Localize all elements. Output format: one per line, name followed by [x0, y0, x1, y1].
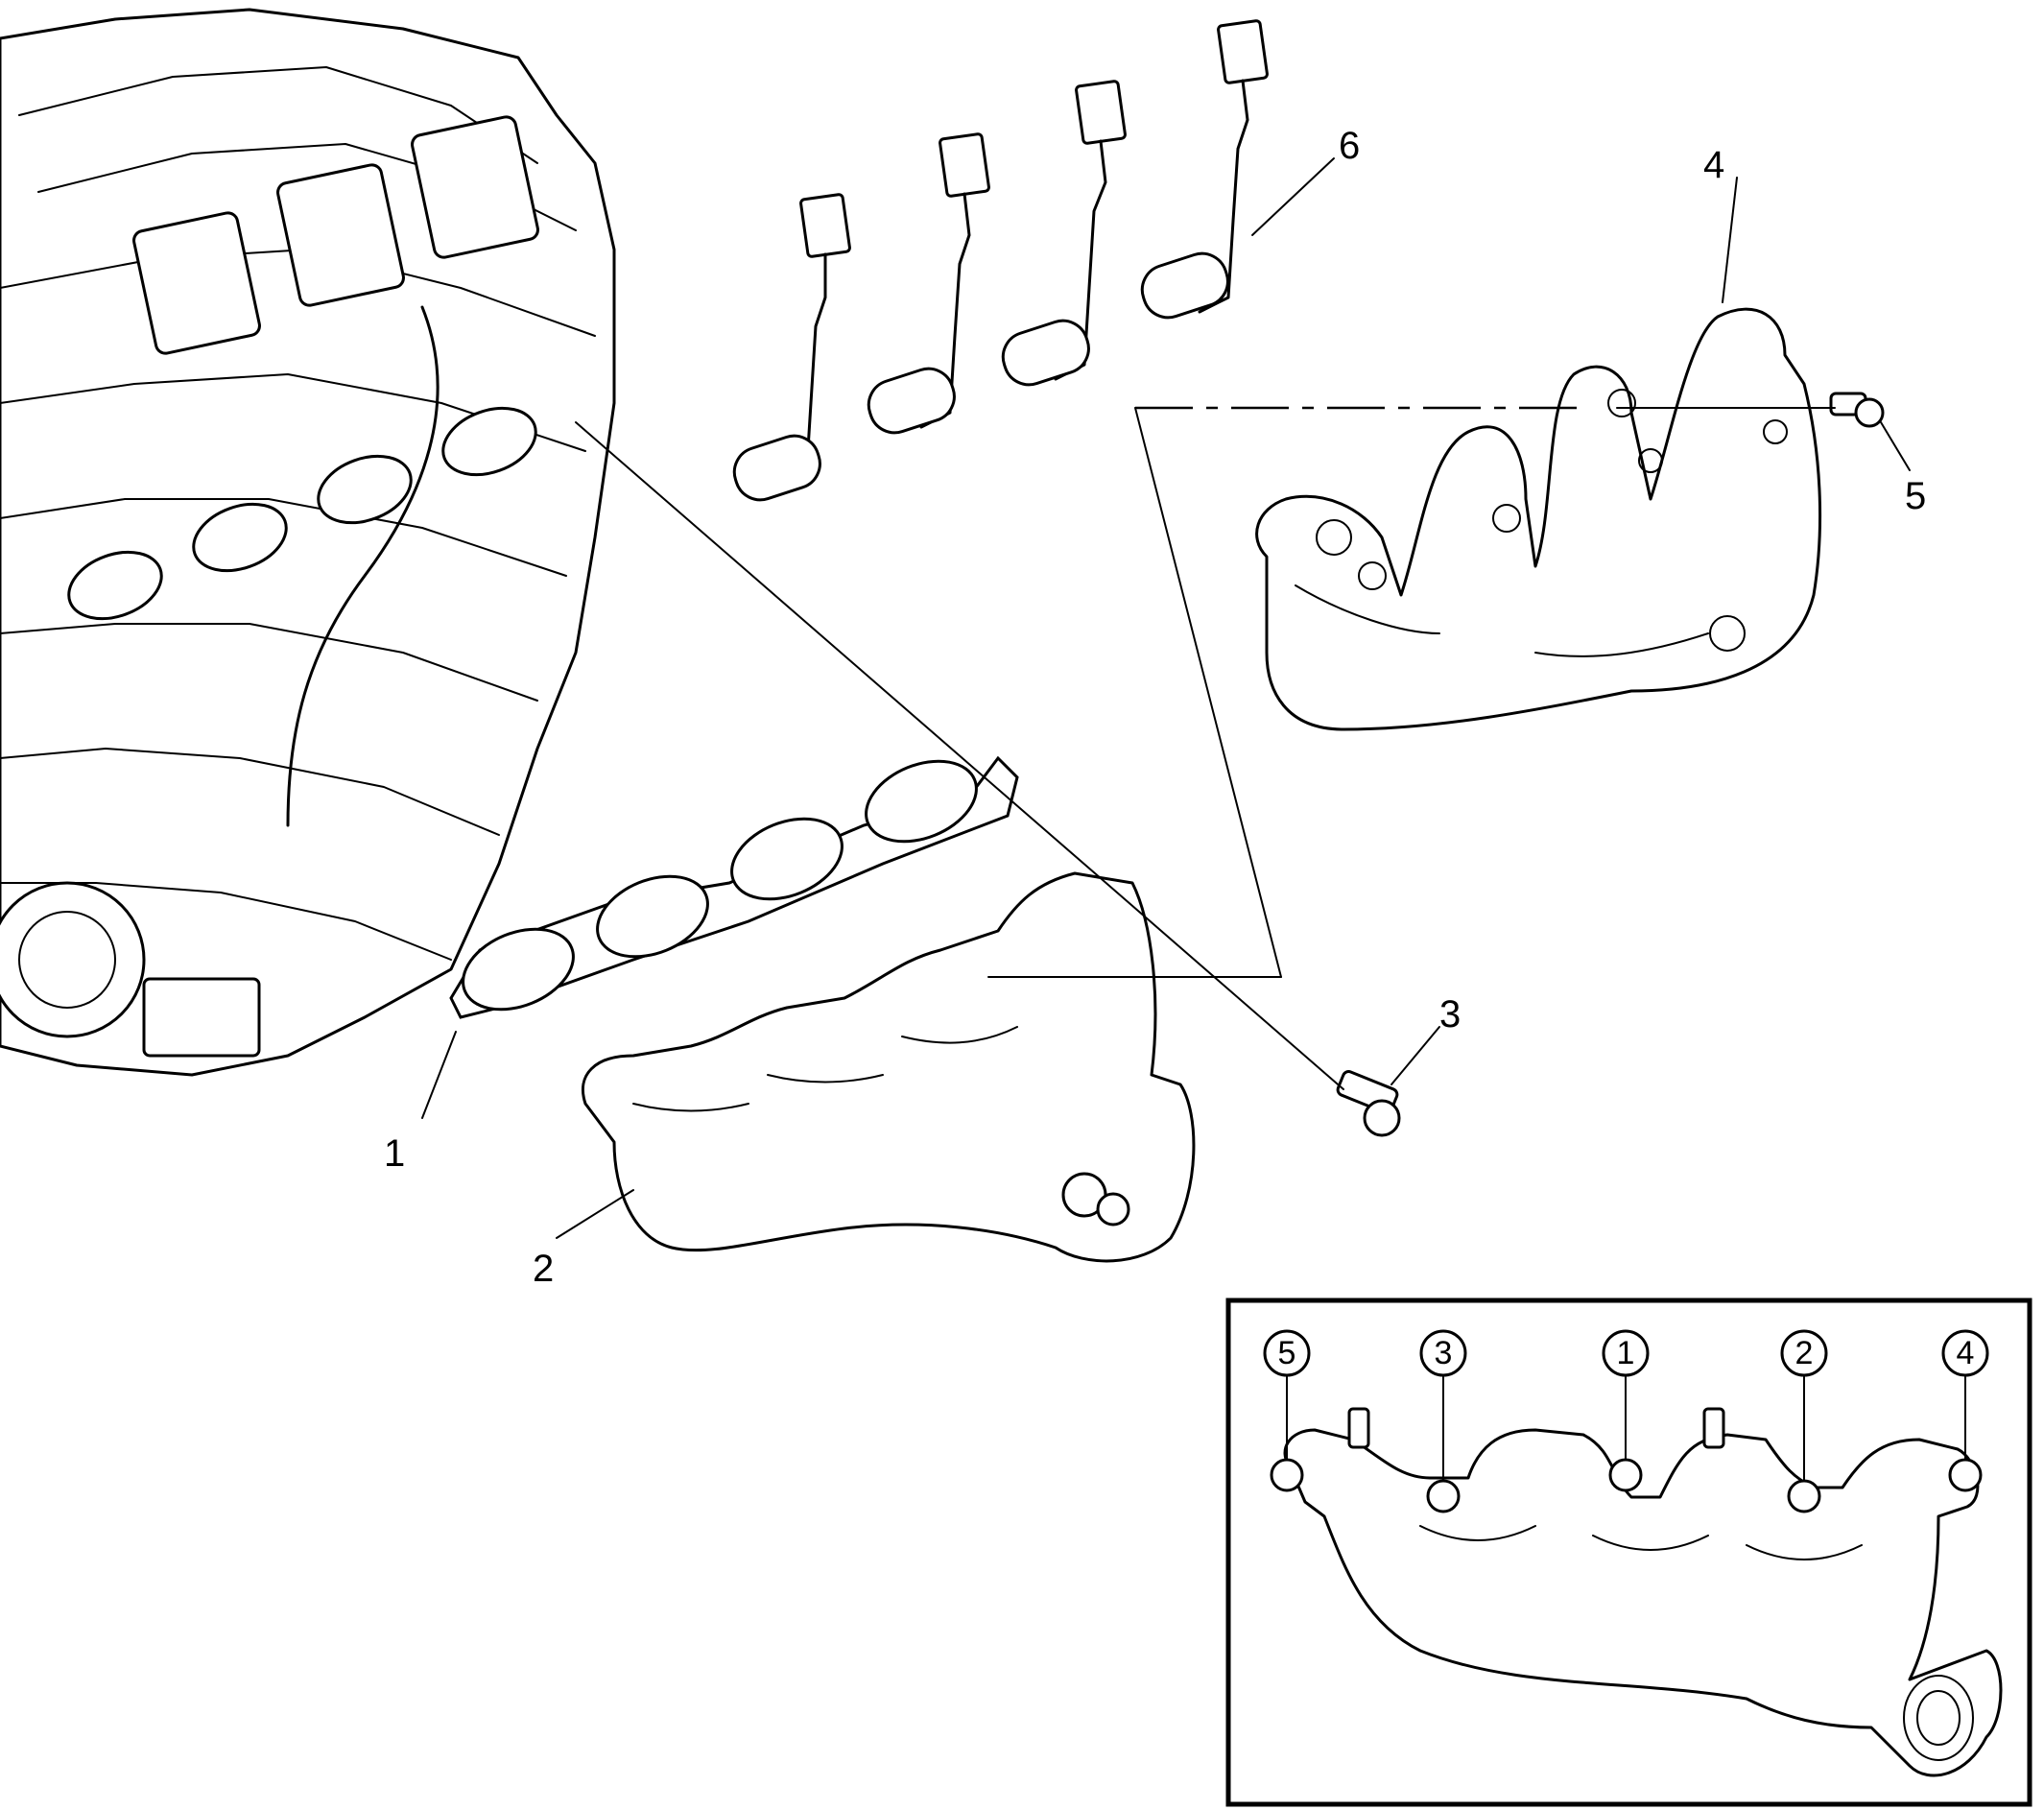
heat-shield	[1255, 307, 1822, 731]
assembly-lines	[575, 406, 1836, 1090]
sequence-bolt-positions	[1270, 1458, 1983, 1513]
spark-plug-wires	[732, 19, 1269, 502]
callout-labels: 1 2 3 4 5 6	[384, 125, 1926, 1290]
spark-plug-wire-4	[1140, 19, 1269, 320]
callout-3: 3	[1439, 993, 1461, 1036]
heat-shield-bolt	[1829, 392, 1885, 428]
sequence-marker-3: 3	[1419, 1329, 1467, 1377]
manifold-bolt	[1336, 1070, 1401, 1137]
sequence-number: 5	[1278, 1335, 1296, 1371]
sequence-marker-5: 5	[1263, 1329, 1311, 1377]
spark-plug-wire-1	[732, 193, 851, 502]
engine-assembly	[0, 8, 616, 1077]
sequence-number: 1	[1617, 1335, 1635, 1371]
sequence-marker-1: 1	[1602, 1329, 1650, 1377]
callout-2: 2	[533, 1248, 554, 1290]
callout-1: 1	[384, 1132, 405, 1175]
spark-plug-wire-2	[867, 132, 990, 435]
exhaust-manifold	[582, 871, 1196, 1263]
callout-5: 5	[1905, 475, 1926, 517]
sequence-marker-2: 2	[1780, 1329, 1828, 1377]
spark-plug-wire-3	[1001, 80, 1127, 387]
sequence-number: 3	[1435, 1335, 1453, 1371]
sequence-marker-4: 4	[1941, 1329, 1989, 1377]
callout-6: 6	[1339, 125, 1360, 167]
sequence-number: 4	[1957, 1335, 1975, 1371]
exhaust-gasket	[449, 755, 1019, 1019]
callout-leaders	[421, 157, 1911, 1239]
sequence-number: 2	[1795, 1335, 1814, 1371]
callout-4: 4	[1703, 144, 1724, 186]
tightening-sequence-inset: 5 3 1 2 4	[1225, 1298, 2032, 1807]
